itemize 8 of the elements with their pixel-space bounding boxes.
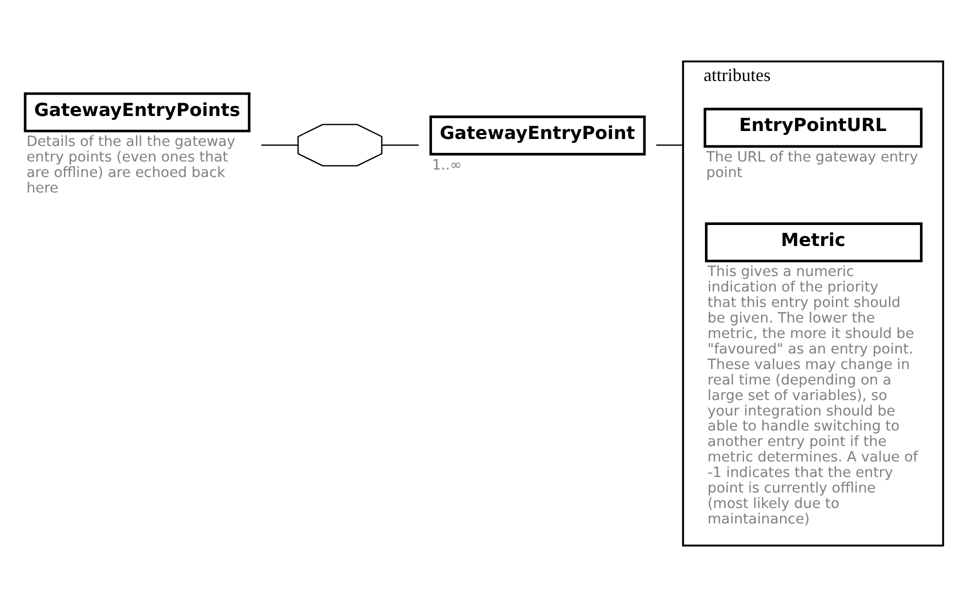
- node-label: This gives a numeric indication of the priority that this entry point should be given. The lower the metric, the more it should be "favoured" as an entry point. These values may change in real time (depending on a large set of variables), so your integration should be able to handle switching to another entry point if the metric determines. A value of -1 indicates that the entry point is currently offline (most likely due to maintainance): [708, 264, 918, 528]
- connector: [261, 144, 298, 146]
- node-octagon: [297, 124, 382, 166]
- connector: [656, 144, 684, 146]
- node-label: 1..∞: [432, 157, 462, 174]
- node-label: Details of the all the gateway entry points (even ones that are offline) are echoed back here: [26, 134, 236, 197]
- connector: [382, 144, 419, 146]
- node-label: The URL of the gateway entry point: [706, 150, 918, 182]
